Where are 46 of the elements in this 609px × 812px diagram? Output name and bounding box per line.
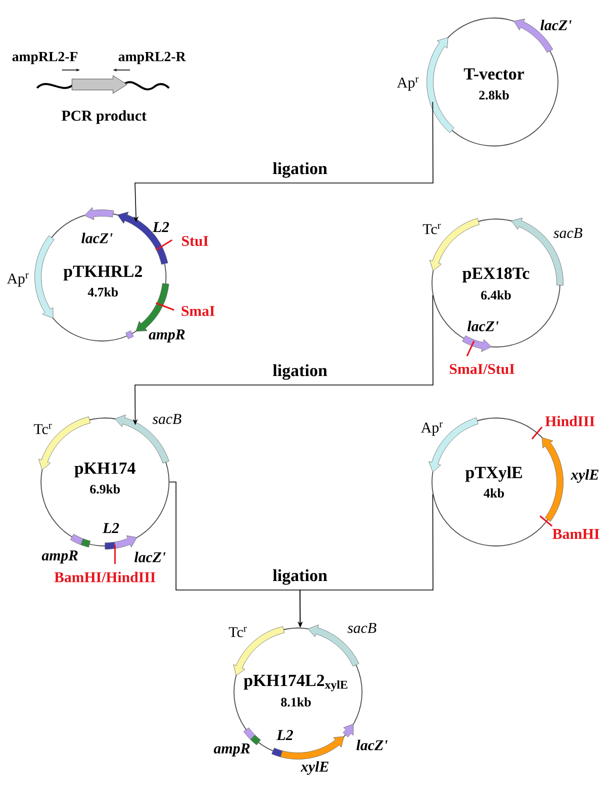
site-label: SmaI — [182, 306, 215, 316]
marker-label: Tc$^{r}$ — [34, 424, 52, 434]
gene-label: L2 — [152, 222, 169, 232]
plasmid-name: pEX18Tc — [462, 268, 530, 282]
plasmid-name: pTKHRL2 — [64, 266, 142, 280]
plasmid-size: 4kb — [484, 488, 504, 498]
edge-label: ligation — [272, 568, 328, 586]
plasmid-size: 8.1kb — [281, 697, 311, 707]
site-label: HindIII — [545, 416, 594, 426]
gene-label: L2 — [276, 730, 293, 740]
gene-label: lacZ' — [82, 232, 113, 244]
plasmid-size: 2.8kb — [479, 90, 509, 100]
gene-label: lacZ' — [134, 552, 166, 562]
gene-label: xylE — [570, 469, 598, 483]
gene-label: L2 — [102, 523, 119, 533]
marker-label: Ap$^{r}$ — [420, 422, 443, 436]
gene-label: sacB — [348, 623, 376, 633]
site-label: SmaI/StuI — [450, 364, 514, 374]
marker-label: Ap$^{r}$ — [396, 77, 419, 91]
gene-label: ampR — [214, 744, 250, 757]
plasmid-size: 4.7kb — [88, 287, 118, 297]
primer-label: ampRL2-R — [118, 52, 186, 64]
site-label: BamHI — [552, 529, 600, 539]
gene-label: xylE — [300, 761, 328, 775]
gene-label: ampR — [42, 550, 78, 564]
edge-label: ligation — [272, 161, 328, 179]
marker-label: Tc$^{r}$ — [422, 224, 441, 234]
gene-label: lacZ' — [468, 320, 499, 332]
edge-label: ligation — [272, 363, 328, 381]
gene-label: ampR — [148, 330, 185, 343]
primer-label: ampRL2-F — [12, 52, 78, 64]
gene-label: lacZ' — [356, 740, 388, 750]
gene-label: sacB — [152, 414, 182, 424]
site-label: StuI — [182, 236, 208, 246]
marker-label: Tc$^{r}$ — [228, 626, 247, 638]
gene-label: lacZ' — [540, 20, 572, 30]
marker-label: Ap$^{r}$ — [6, 273, 29, 287]
site-label: BamHI/HindIII — [54, 572, 156, 582]
plasmid-name: pKH174 — [74, 462, 136, 478]
plasmid-name: pTXylE — [465, 466, 522, 482]
gene-label: sacB — [554, 228, 582, 238]
plasmid-name: T-vector — [464, 68, 524, 80]
plasmid-size: 6.4kb — [481, 290, 511, 300]
plasmid-name: pKH174L2$_{xylE}$ — [244, 674, 348, 692]
plasmid-size: 6.9kb — [90, 484, 120, 494]
caption-text: PCR product — [62, 110, 146, 124]
